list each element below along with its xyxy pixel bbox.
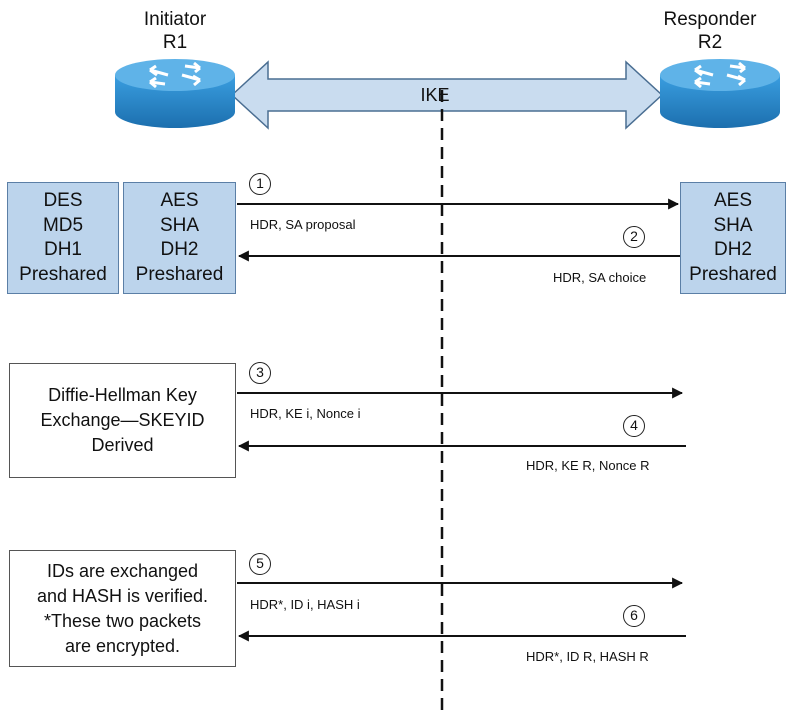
dh-note-box: Diffie-Hellman Key Exchange—SKEYID Deriv… — [9, 363, 236, 478]
choice-hash: SHA — [713, 214, 753, 236]
exchange-6-label: HDR*, ID R, HASH R — [526, 649, 649, 664]
exchange-1-label: HDR, SA proposal — [250, 217, 356, 232]
ids-note-line-3: *These two packets — [43, 610, 202, 631]
ids-note-line-4: are encrypted. — [64, 635, 181, 656]
responder-role: Responder — [663, 9, 757, 30]
step-5-marker: 5 — [249, 553, 271, 575]
initiator-name: R1 — [162, 32, 188, 53]
proposal-box-2: AES SHA DH2 Preshared — [123, 182, 236, 294]
responder-choice-box: AES SHA DH2 Preshared — [680, 182, 786, 294]
step-2-marker: 2 — [623, 226, 645, 248]
ike-label: IKE — [420, 85, 450, 105]
exchange-5-label: HDR*, ID i, HASH i — [250, 597, 360, 612]
responder-name: R2 — [697, 32, 723, 53]
proposal-1-encryption: DES — [43, 190, 83, 211]
dh-note-line-2: Exchange—SKEYID — [40, 410, 205, 430]
dh-note-line-1: Diffie-Hellman Key — [48, 385, 197, 405]
proposal-box-1: DES MD5 DH1 Preshared — [7, 182, 119, 294]
router-r2-icon — [660, 59, 780, 128]
router-r1-icon — [115, 59, 235, 128]
step-4-marker: 4 — [623, 415, 645, 437]
proposal-1-auth: Preshared — [19, 263, 107, 285]
choice-dh: DH2 — [713, 239, 752, 260]
responder-label: Responder R2 — [655, 8, 765, 54]
exchange-3-label: HDR, KE i, Nonce i — [250, 406, 361, 421]
proposal-1-dh: DH1 — [43, 239, 82, 260]
step-1-marker: 1 — [249, 173, 271, 195]
proposal-2-auth: Preshared — [135, 263, 224, 285]
step-3-marker: 3 — [249, 362, 271, 384]
proposal-2-encryption: AES — [160, 190, 199, 211]
choice-auth: Preshared — [689, 263, 777, 285]
step-6-marker: 6 — [623, 605, 645, 627]
exchange-2-label: HDR, SA choice — [553, 270, 647, 285]
proposal-2-dh: DH2 — [160, 239, 199, 260]
ids-note-line-1: IDs are exchanged — [46, 560, 199, 581]
initiator-role: Initiator — [143, 9, 207, 30]
proposal-2-hash: SHA — [159, 214, 200, 236]
exchange-4-label: HDR, KE R, Nonce R — [526, 458, 650, 473]
choice-encryption: AES — [713, 190, 753, 211]
ids-note-box: IDs are exchanged and HASH is verified. … — [9, 550, 236, 667]
proposal-1-hash: MD5 — [42, 214, 84, 236]
ids-note-line-2: and HASH is verified. — [36, 585, 209, 606]
dh-note-line-3: Derived — [91, 435, 154, 455]
initiator-label: Initiator R1 — [135, 8, 215, 54]
